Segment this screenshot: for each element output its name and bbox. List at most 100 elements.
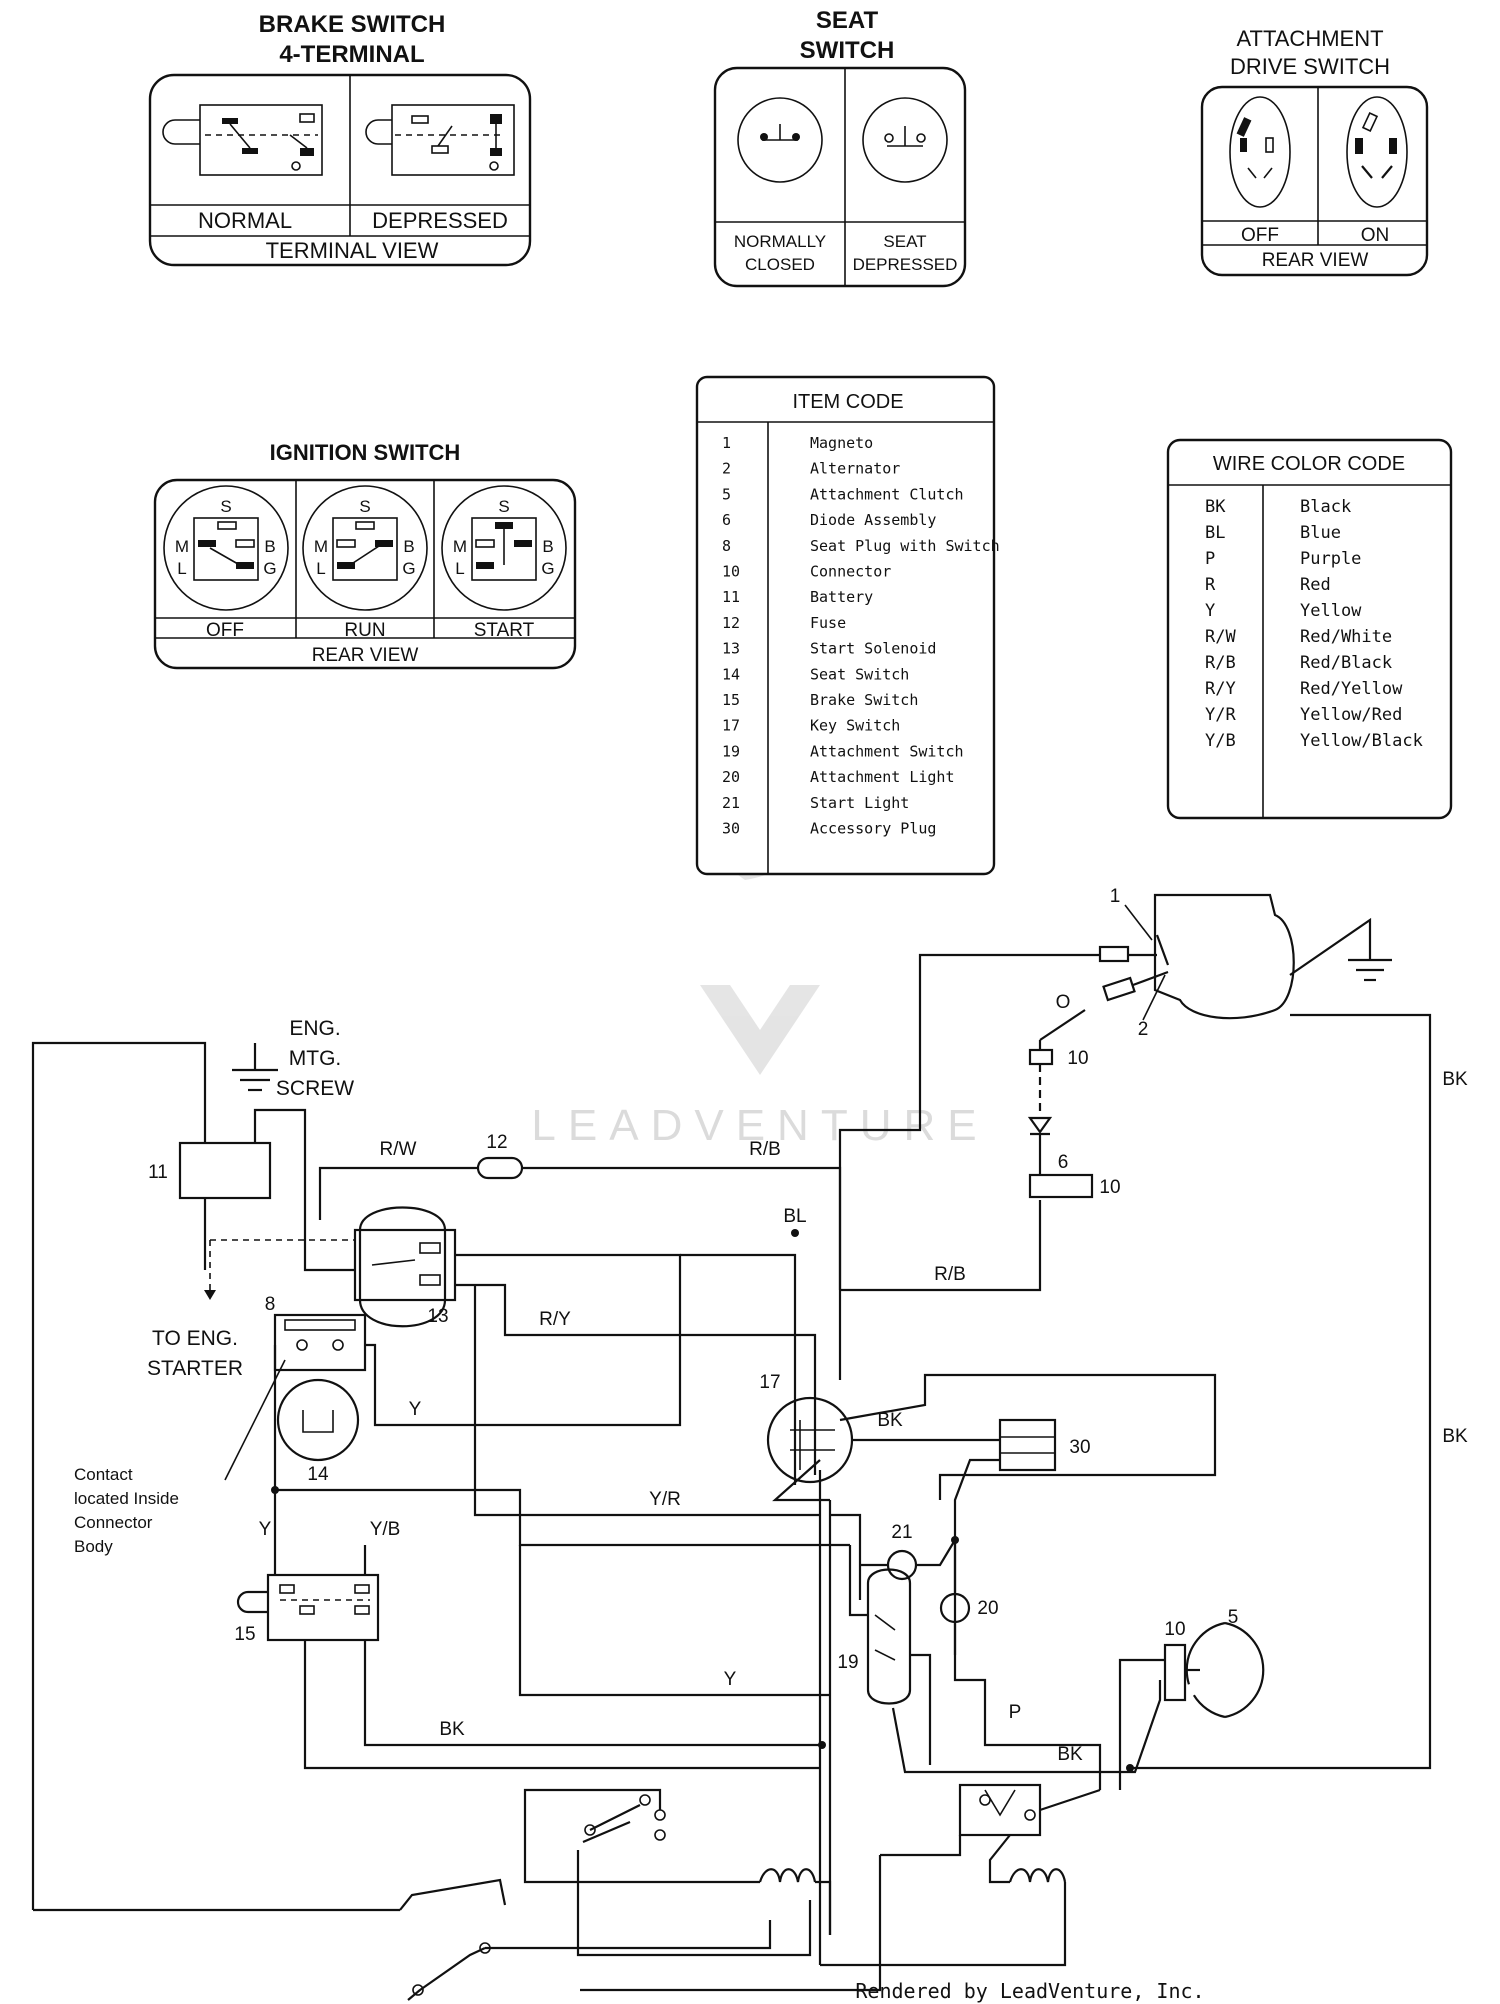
svg-text:SCREW: SCREW (276, 1077, 354, 1100)
svg-text:Y: Y (724, 1669, 737, 1690)
start-solenoid-13: 13 (353, 1206, 457, 1328)
wire-row-name: Yellow/Black (1300, 731, 1423, 751)
svg-text:TO ENG.: TO ENG. (152, 1327, 238, 1350)
svg-text:B: B (542, 537, 553, 556)
item-row-code: 1 (722, 434, 731, 452)
seat-depressed-icon (862, 97, 948, 183)
item-row-code: 11 (722, 588, 740, 606)
seat-switch-subtitle: SWITCH (800, 37, 895, 64)
svg-text:12: 12 (486, 1132, 507, 1153)
wire-row-code: R/B (1205, 653, 1236, 673)
watermark-text: LEADVENTURE (531, 1101, 988, 1150)
item-row-name: Alternator (810, 460, 900, 478)
attachment-clutch-5: 5 (1185, 1607, 1265, 1719)
svg-text:R/Y: R/Y (539, 1309, 571, 1330)
wire-row-name: Purple (1300, 549, 1361, 569)
seat-plug-8: 8 (265, 1294, 367, 1372)
svg-text:10: 10 (1164, 1619, 1185, 1640)
item-row-code: 14 (722, 665, 740, 683)
footer-credit: Rendered by LeadVenture, Inc. (855, 1979, 1204, 2003)
svg-text:L: L (316, 559, 325, 578)
item-row-name: Battery (810, 588, 873, 606)
seat-switch-title: SEAT (816, 7, 879, 34)
item-row-code: 8 (722, 537, 731, 555)
brake-normal-label: NORMAL (198, 208, 292, 233)
connector-10-top: 10 (1028, 1048, 1089, 1069)
seat-state1-line2: CLOSED (745, 255, 815, 274)
ignition-run-icon: S M B L G (302, 485, 428, 611)
svg-text:R/B: R/B (934, 1264, 966, 1285)
svg-text:B: B (264, 537, 275, 556)
connector-10-bottom: 10 (1163, 1619, 1187, 1702)
item-row-code: 19 (722, 742, 740, 760)
item-row-code: 17 (722, 717, 740, 735)
item-row-name: Key Switch (810, 717, 900, 735)
wire-row-code: R/Y (1205, 679, 1236, 699)
brake-switch-depressed-icon (365, 104, 515, 176)
accessory-plug-30: 30 (998, 1418, 1091, 1472)
svg-text:O: O (1056, 992, 1071, 1013)
svg-text:P: P (1009, 1702, 1022, 1723)
item-row-code: 6 (722, 511, 731, 529)
seat-switch-legend: SEAT SWITCH NORMALLY CLOSED SEAT DEPRESS… (713, 7, 967, 288)
svg-text:20: 20 (977, 1598, 998, 1619)
wire-color-title: WIRE COLOR CODE (1213, 453, 1405, 475)
item-row-name: Seat Switch (810, 665, 909, 683)
item-row-name: Accessory Plug (810, 820, 936, 838)
wire-row-name: Yellow (1300, 601, 1362, 621)
wire-row-code: R/W (1205, 627, 1236, 647)
item-code-title: ITEM CODE (792, 391, 903, 413)
ignition-view-label: REAR VIEW (312, 645, 419, 666)
seat-state2-line2: DEPRESSED (853, 255, 958, 274)
svg-text:M: M (453, 537, 467, 556)
battery-11: 11 (148, 1141, 272, 1200)
item-row-name: Fuse (810, 614, 846, 632)
brake-switch-normal-icon (162, 104, 323, 176)
svg-text:M: M (175, 537, 189, 556)
attachment-switch-subtitle: DRIVE SWITCH (1230, 54, 1390, 79)
svg-text:Contact: Contact (74, 1465, 133, 1484)
attachment-off-label: OFF (1241, 225, 1279, 246)
ignition-off-icon: S M B L G (163, 485, 289, 611)
svg-text:STARTER: STARTER (147, 1357, 243, 1380)
item-row-code: 13 (722, 640, 740, 658)
attachment-switch-legend: ATTACHMENT DRIVE SWITCH OFF ON REAR VIEW (1200, 26, 1429, 277)
svg-text:BK: BK (439, 1719, 465, 1740)
svg-text:L: L (177, 559, 186, 578)
svg-text:2: 2 (1138, 1019, 1149, 1040)
attachment-on-label: ON (1361, 225, 1390, 246)
wire-row-code: BK (1205, 497, 1226, 517)
svg-text:13: 13 (427, 1306, 448, 1327)
item-row-code: 30 (722, 820, 740, 838)
attachment-off-icon (1229, 96, 1291, 208)
svg-text:MTG.: MTG. (289, 1047, 342, 1070)
item-row-name: Magneto (810, 434, 873, 452)
brake-switch-legend: BRAKE SWITCH 4-TERMINAL (148, 11, 532, 267)
ignition-run-label: RUN (344, 620, 385, 641)
wire-row-code: Y/R (1205, 705, 1236, 725)
svg-text:M: M (314, 537, 328, 556)
item-row-code: 15 (722, 691, 740, 709)
brake-switch-15: 15 (234, 1573, 380, 1645)
wire-row-code: P (1205, 549, 1215, 569)
wire-row-name: Black (1300, 497, 1351, 517)
item-row-code: 10 (722, 563, 740, 581)
item-row-name: Start Light (810, 794, 909, 812)
attachment-switch-19: 19 (837, 1568, 912, 1705)
ignition-switch-title: IGNITION SWITCH (270, 440, 461, 465)
svg-text:1: 1 (1110, 886, 1121, 907)
ignition-start-label: START (474, 620, 535, 641)
fuse-12: 12 (476, 1132, 524, 1180)
svg-text:11: 11 (148, 1162, 168, 1183)
svg-text:BK: BK (1442, 1069, 1468, 1090)
svg-text:BK: BK (1442, 1426, 1468, 1447)
item-row-name: Attachment Switch (810, 742, 964, 760)
svg-text:G: G (541, 559, 554, 578)
diode-6: 6 (1027, 1116, 1068, 1173)
svg-text:15: 15 (234, 1624, 255, 1645)
svg-text:10: 10 (1067, 1048, 1088, 1069)
svg-text:BK: BK (1057, 1744, 1083, 1765)
brake-switch-subtitle: 4-TERMINAL (279, 41, 424, 68)
